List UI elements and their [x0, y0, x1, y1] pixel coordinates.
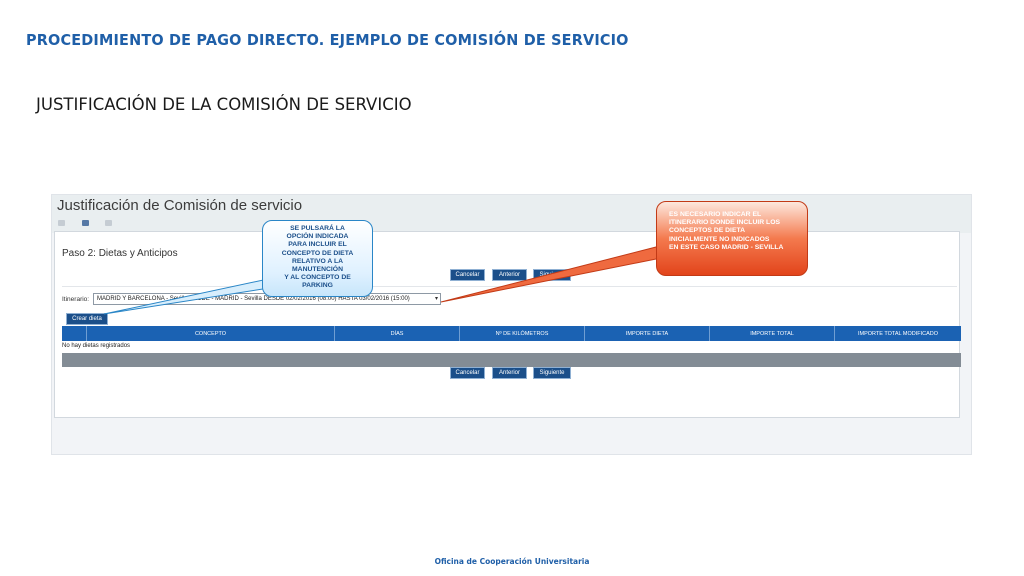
column-header-dias[interactable]: DÍAS: [334, 326, 459, 341]
column-header-concepto[interactable]: CONCEPTO: [86, 326, 334, 341]
red-callout: ES NECESARIO INDICAR EL ITINERARIO DONDE…: [656, 201, 808, 276]
next-button-top[interactable]: Siguiente: [533, 269, 571, 281]
chevron-down-icon: ▾: [434, 296, 438, 302]
slide-header: PROCEDIMIENTO DE PAGO DIRECTO. EJEMPLO D…: [26, 31, 629, 49]
step-indicator-3[interactable]: [105, 220, 112, 226]
column-header-importe-total[interactable]: IMPORTE TOTAL: [709, 326, 834, 341]
create-dieta-button[interactable]: Crear dieta: [66, 313, 108, 325]
page-title: Justificación de Comisión de servicio: [57, 197, 303, 214]
next-button-bottom[interactable]: Siguiente: [533, 367, 571, 379]
cancel-button-top[interactable]: Cancelar: [450, 269, 485, 281]
column-header-select: [62, 326, 86, 341]
table-footer-band: [62, 353, 961, 367]
column-header-kilometros[interactable]: Nº DE KILÓMETROS: [459, 326, 584, 341]
column-header-importe-dieta[interactable]: IMPORTE DIETA: [584, 326, 709, 341]
step-indicator-1[interactable]: [58, 220, 65, 226]
app-window: Justificación de Comisión de servicio Pa…: [51, 194, 972, 455]
previous-button-bottom[interactable]: Anterior: [492, 367, 527, 379]
step-panel: Paso 2: Dietas y Anticipos Cancelar Ante…: [54, 231, 961, 418]
blue-callout: SE PULSARÁ LA OPCIÓN INDICADA PARA INCLU…: [262, 220, 373, 297]
step-title: Paso 2: Dietas y Anticipos: [62, 248, 178, 259]
slide-subtitle: JUSTIFICACIÓN DE LA COMISIÓN DE SERVICIO: [36, 95, 412, 114]
slide-footer: Oficina de Cooperación Universitaria: [434, 557, 590, 566]
itinerary-label: Itinerario:: [62, 296, 90, 303]
table-empty-message: No hay dietas registrados: [62, 343, 131, 349]
table-header: CONCEPTO DÍAS Nº DE KILÓMETROS IMPORTE D…: [62, 326, 961, 341]
cancel-button-bottom[interactable]: Cancelar: [450, 367, 485, 379]
app-topbar: Justificación de Comisión de servicio: [52, 195, 971, 233]
previous-button-top[interactable]: Anterior: [492, 269, 527, 281]
divider: [62, 286, 957, 287]
step-indicator-2[interactable]: [82, 220, 89, 226]
column-header-importe-total-modificado[interactable]: IMPORTE TOTAL MODIFICADO: [834, 326, 961, 341]
